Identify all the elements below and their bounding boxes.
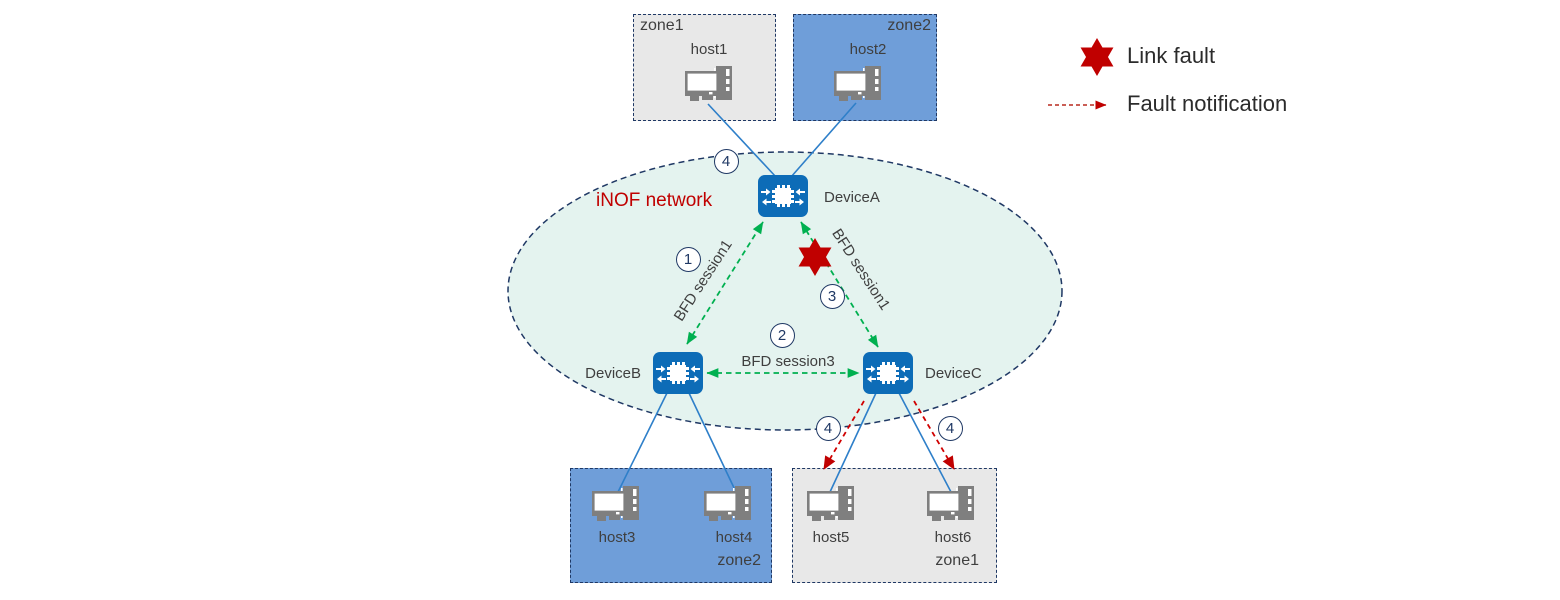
host1-icon — [685, 66, 732, 101]
step2-badge: 2 — [769, 322, 795, 348]
host-links — [617, 102, 952, 493]
zone2-bottom-label: zone2 — [717, 552, 761, 569]
host4-label: host4 — [715, 529, 753, 546]
step1-badge: 1 — [675, 246, 701, 272]
bfd-session-bc-label: BFD session3 — [741, 353, 834, 370]
host5-label: host5 — [812, 529, 850, 546]
device-a-label: DeviceA — [824, 189, 880, 206]
zone1-bottom-label: zone1 — [935, 552, 979, 569]
inof-network-ellipse — [507, 151, 1063, 431]
fault-notification-arrows — [823, 400, 955, 470]
host6-icon — [927, 486, 974, 521]
fault-notification-host6-arrow — [913, 400, 955, 470]
device-b-icon — [653, 352, 703, 394]
link-host1-devicea — [707, 103, 777, 178]
link-devicec-host6 — [898, 392, 952, 493]
step4-badge-host6: 4 — [937, 415, 963, 441]
host2-icon — [834, 66, 881, 101]
device-c-label: DeviceC — [925, 365, 982, 382]
step4-badge-host5: 4 — [815, 415, 841, 441]
host4-icon — [704, 486, 751, 521]
device-b-label: DeviceB — [585, 365, 641, 382]
step2-badge-number: 2 — [777, 326, 787, 344]
host3-icon — [592, 486, 639, 521]
step3-badge-number: 3 — [827, 287, 837, 305]
legend-link-fault-label: Link fault — [1127, 43, 1216, 68]
step3-badge: 3 — [819, 283, 845, 309]
legend-link-fault-star — [1080, 38, 1114, 76]
link-deviceb-host3 — [617, 392, 668, 493]
link-devicec-host5 — [829, 392, 877, 493]
host1-label: host1 — [690, 41, 728, 58]
step4-badge-host5-number: 4 — [823, 419, 833, 437]
bfd-session-ab-line — [686, 221, 764, 345]
host5-icon — [807, 486, 854, 521]
host6-label: host6 — [934, 529, 972, 546]
step4-badge-host6-number: 4 — [945, 419, 955, 437]
legend-fault-notification-label: Fault notification — [1127, 91, 1288, 116]
inof-network-label: iNOF network — [596, 190, 713, 211]
fault-notification-host5-arrow — [823, 400, 865, 470]
device-c-icon — [863, 352, 913, 394]
zone1-top-label: zone1 — [640, 17, 684, 34]
host3-label: host3 — [598, 529, 636, 546]
link-host2-devicea — [790, 102, 857, 178]
link-deviceb-host4 — [688, 392, 737, 493]
zone1-top-box — [633, 14, 776, 121]
zone2-top-label: zone2 — [887, 17, 931, 34]
step4-badge-top: 4 — [713, 148, 739, 174]
host2-label: host2 — [849, 41, 887, 58]
step4-badge-top-number: 4 — [721, 152, 731, 170]
device-a-icon — [758, 175, 808, 217]
step1-badge-number: 1 — [683, 250, 693, 268]
